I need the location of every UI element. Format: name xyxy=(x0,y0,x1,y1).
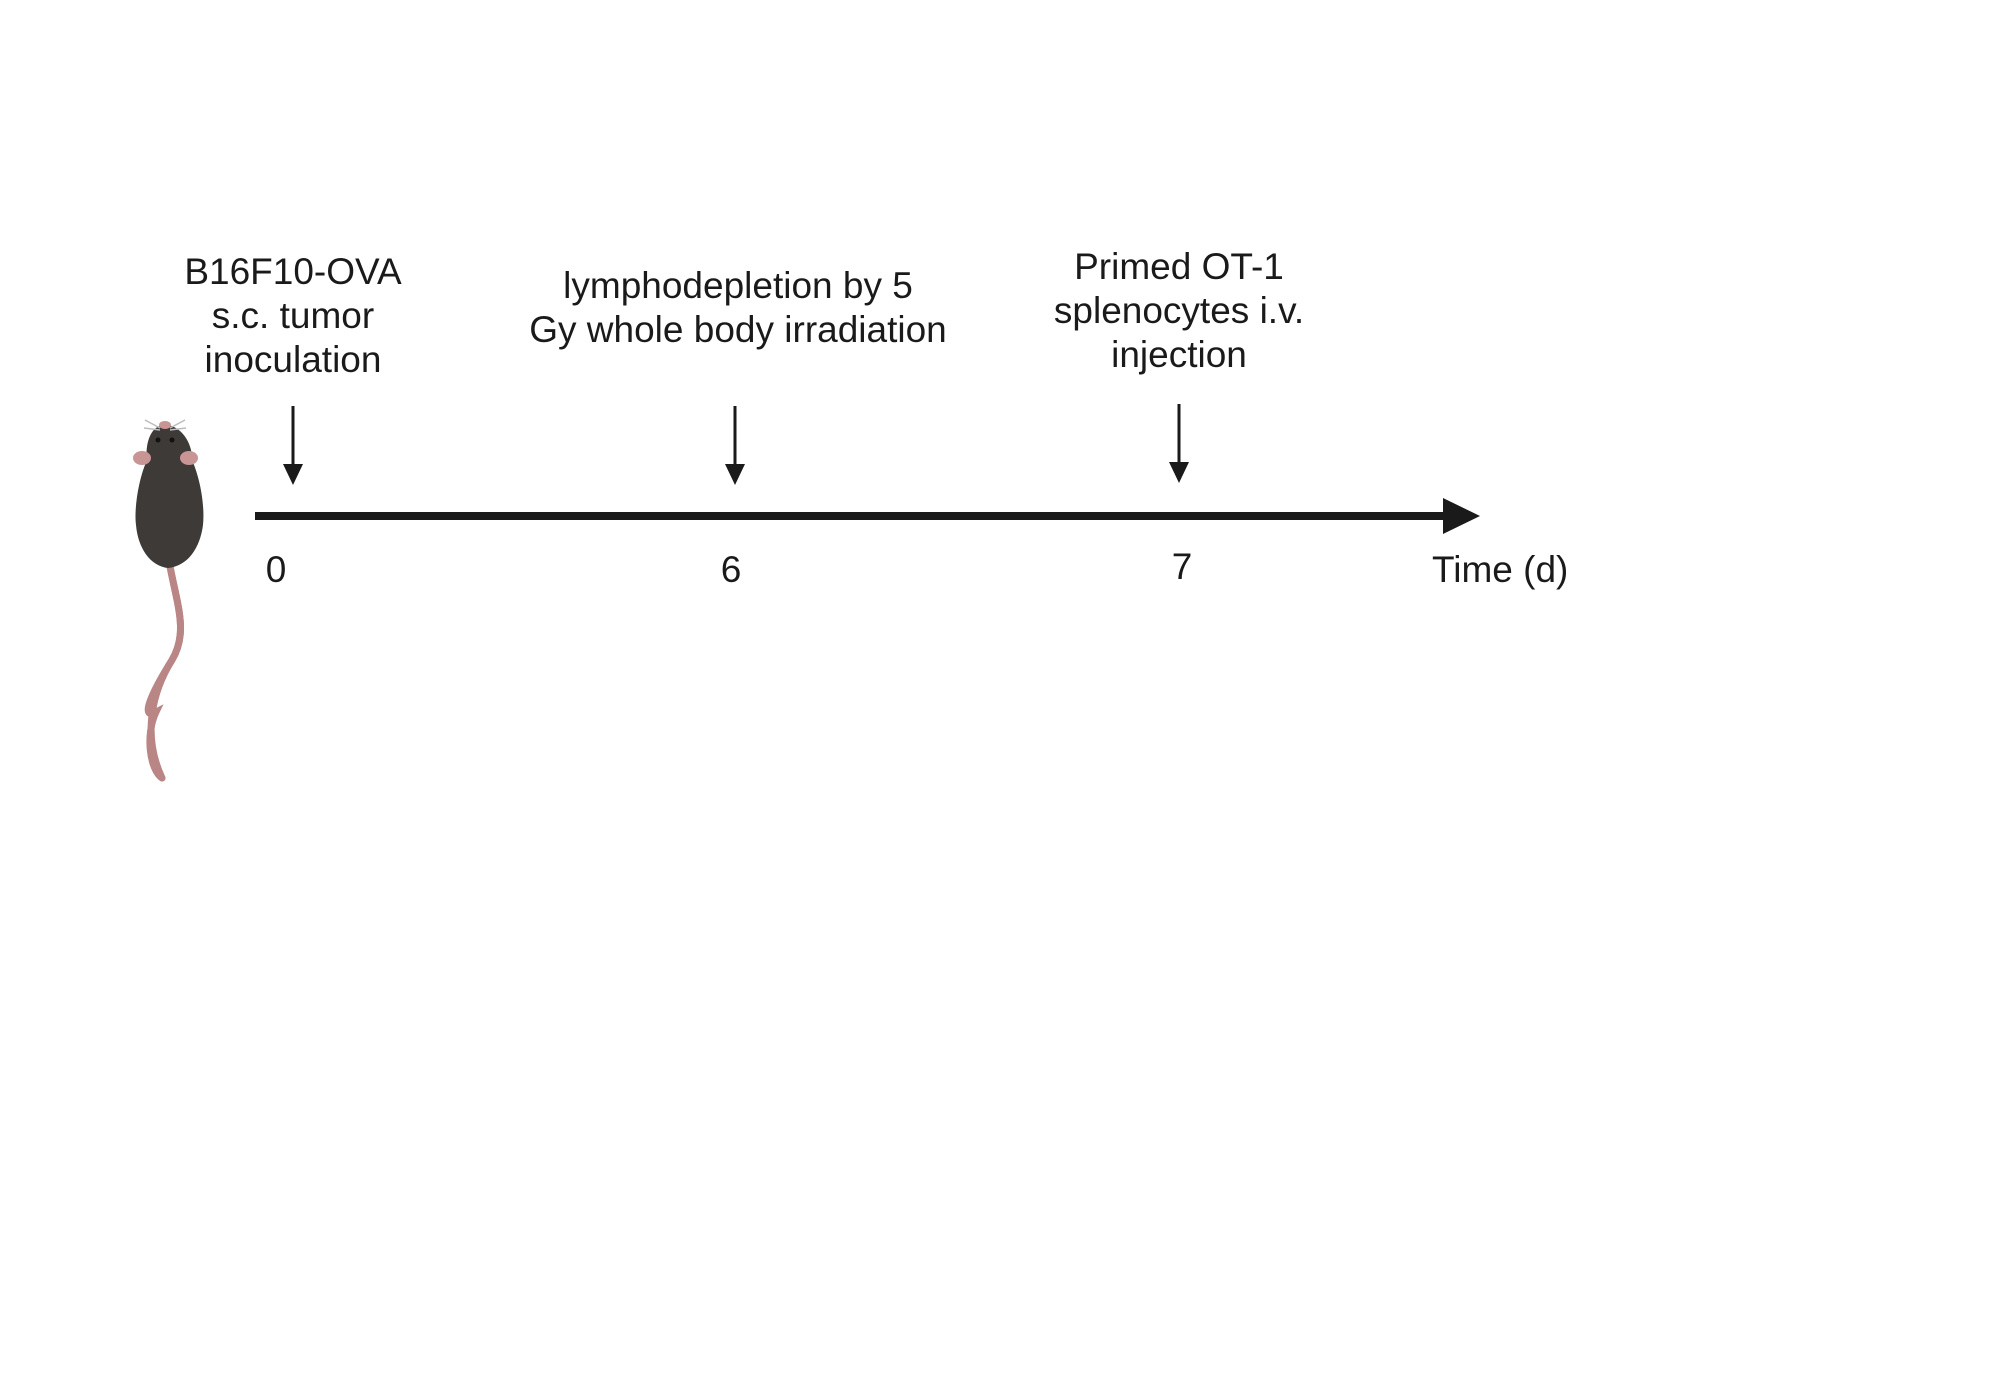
event-label-line: B16F10-OVA xyxy=(184,251,402,292)
event-label-day-0: B16F10-OVA s.c. tumor inoculation xyxy=(184,250,401,382)
tick-label-day-6: 6 xyxy=(720,549,742,590)
event-label-line: injection xyxy=(1111,334,1247,375)
event-arrow-day-0 xyxy=(283,406,303,485)
axis-label-time: Time (d) xyxy=(1432,549,1569,590)
event-label-line: s.c. tumor xyxy=(211,295,375,336)
event-label-day-7: Primed OT-1 splenocytes i.v. injection xyxy=(1054,245,1304,377)
tick-label-day-7: 7 xyxy=(1171,546,1193,587)
event-label-day-6: lymphodepletion by 5 Gy whole body irrad… xyxy=(529,264,947,352)
event-arrow-day-7 xyxy=(1169,404,1189,483)
event-label-line: lymphodepletion by 5 xyxy=(563,265,913,306)
tick-label-day-0: 0 xyxy=(265,549,287,590)
event-label-line: splenocytes i.v. xyxy=(1053,290,1305,331)
timeline-arrowhead xyxy=(1443,498,1480,534)
event-label-line: Primed OT-1 xyxy=(1074,246,1284,287)
mouse-icon xyxy=(133,419,204,782)
event-label-line: Gy whole body irradiation xyxy=(529,309,947,350)
event-label-line: inoculation xyxy=(204,339,382,380)
event-arrow-day-6 xyxy=(725,406,745,485)
